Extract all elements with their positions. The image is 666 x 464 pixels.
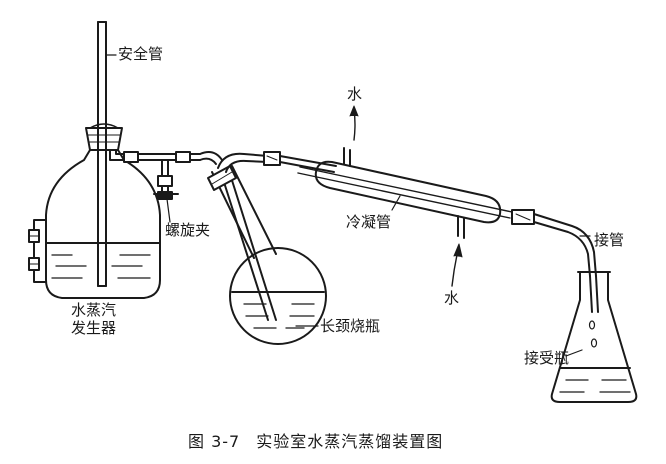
receiver-flask bbox=[550, 271, 638, 403]
adapter bbox=[511, 209, 599, 313]
receiver-pointer bbox=[565, 349, 583, 357]
figure-number: 图 3-7 bbox=[188, 432, 241, 451]
label-steam-generator-line2: 发生器 bbox=[71, 319, 117, 337]
label-adapter: 接管 bbox=[594, 231, 625, 249]
label-condenser: 冷凝管 bbox=[346, 213, 392, 231]
label-screw-clamp: 螺旋夹 bbox=[165, 221, 211, 239]
long-neck-flask bbox=[207, 165, 327, 345]
connector-tube bbox=[175, 151, 223, 165]
label-long-neck-flask: 长颈烧瓶 bbox=[320, 317, 381, 335]
safety-tube bbox=[97, 21, 107, 287]
label-steam-generator-line1: 水蒸汽 bbox=[71, 301, 117, 319]
figure-caption: 图 3-7 实验室水蒸汽蒸馏装置图 bbox=[188, 428, 443, 452]
label-water-out: 水 bbox=[347, 85, 363, 103]
label-receiver: 接受瓶 bbox=[524, 349, 570, 367]
condenser-pointer bbox=[391, 195, 401, 211]
water-in-arrow bbox=[451, 243, 463, 287]
figure-title: 实验室水蒸汽蒸馏装置图 bbox=[256, 432, 444, 451]
condenser bbox=[297, 147, 513, 239]
t-tube-and-screw-clamp bbox=[153, 159, 179, 223]
generator-stopper bbox=[85, 123, 123, 151]
label-water-in: 水 bbox=[444, 289, 460, 307]
flask-outlet-tube bbox=[217, 151, 337, 173]
water-out-arrow bbox=[349, 105, 359, 141]
label-safety-tube: 安全管 bbox=[118, 45, 164, 63]
steam-generator bbox=[28, 149, 161, 299]
